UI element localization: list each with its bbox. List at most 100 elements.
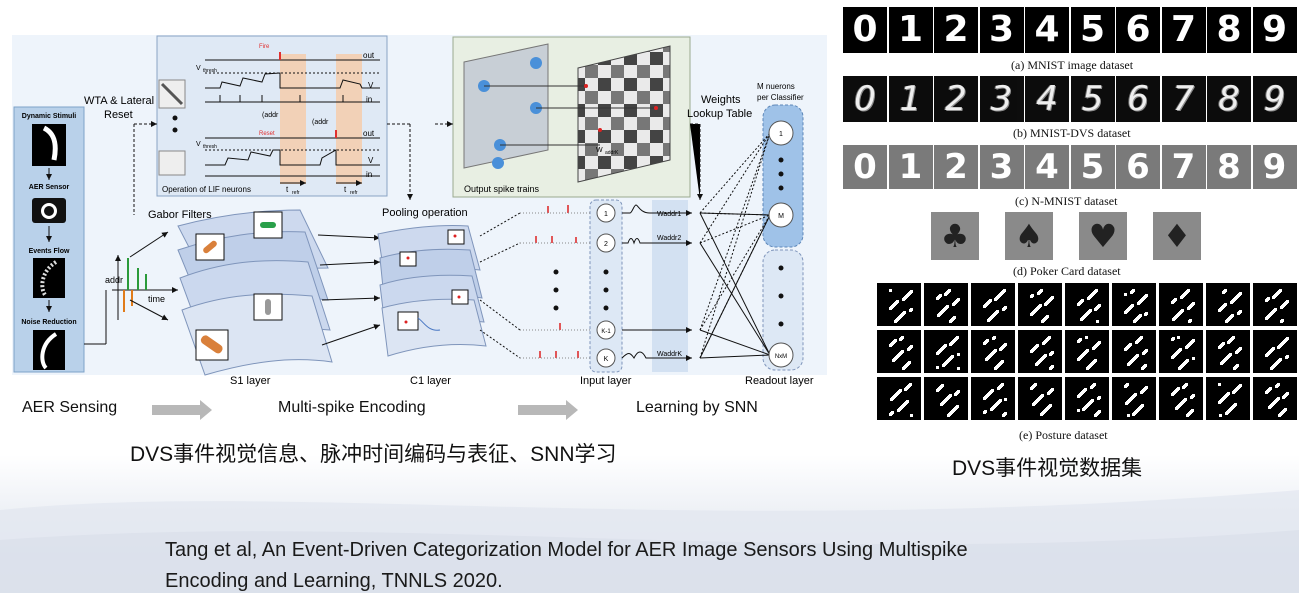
posture-thumbnail xyxy=(971,377,1015,420)
dataset-thumbnail: 7 xyxy=(1161,145,1206,189)
svg-text:W: W xyxy=(596,147,603,154)
posture-thumbnail xyxy=(877,377,921,420)
main-caption: DVS事件视觉信息、脉冲时间编码与表征、SNN学习 xyxy=(130,443,617,466)
dataset-thumbnail: ♣ xyxy=(931,212,979,260)
svg-text:NxM: NxM xyxy=(775,354,787,360)
posture-thumbnail xyxy=(1253,330,1297,373)
dataset-thumbnail: 4 xyxy=(1025,145,1069,189)
svg-text:t: t xyxy=(286,185,289,194)
svg-text:out: out xyxy=(363,129,375,138)
posture-thumbnail xyxy=(1112,283,1156,326)
citation: Tang et al, An Event-Driven Categorizati… xyxy=(165,535,968,597)
c1-layer xyxy=(377,224,487,357)
caption-e: (e) Posture dataset xyxy=(1019,428,1108,442)
background-wave xyxy=(0,490,1299,593)
posture-thumbnail xyxy=(1206,283,1250,326)
svg-text:addrK: addrK xyxy=(605,150,619,156)
svg-text:Reset: Reset xyxy=(259,131,275,137)
svg-text:Input layer: Input layer xyxy=(580,375,632,387)
citation-line-1: Tang et al, An Event-Driven Categorizati… xyxy=(165,539,968,561)
dataset-thumbnail: 0 xyxy=(843,7,887,53)
svg-text:Waddr2: Waddr2 xyxy=(657,235,681,242)
citation-line-2: Encoding and Learning, TNNLS 2020. xyxy=(165,570,503,592)
posture-thumbnail xyxy=(924,330,968,373)
dataset-thumbnail: 1 xyxy=(888,7,933,53)
dataset-thumbnail: 9 xyxy=(1252,7,1297,53)
lif-panel: V thresh Fire out V in (addr (addr Reset… xyxy=(156,35,388,197)
input-node-k: K xyxy=(596,348,616,368)
dataset-thumbnail: 8 xyxy=(1207,145,1251,189)
dataset-thumbnail: 6 xyxy=(1116,145,1160,189)
svg-text:thresh: thresh xyxy=(203,144,217,150)
caption-a: (a) MNIST image dataset xyxy=(1011,58,1134,72)
caption-d: (d) Poker Card dataset xyxy=(1013,264,1121,278)
svg-text:V: V xyxy=(368,81,374,90)
s1-layer xyxy=(177,209,333,376)
svg-text:C1 layer: C1 layer xyxy=(410,375,451,387)
svg-text:refr: refr xyxy=(350,190,358,196)
readout-node-m: M xyxy=(768,202,794,228)
pipeline-figure: Dynamic Stimuli AER Sensor Events Flow N… xyxy=(12,35,827,420)
dataset-thumbnail: 6 xyxy=(1116,76,1160,122)
svg-text:M nuerons: M nuerons xyxy=(757,82,795,91)
svg-text:Lookup Table: Lookup Table xyxy=(687,108,752,120)
svg-text:in: in xyxy=(366,95,372,104)
svg-text:thresh: thresh xyxy=(203,68,217,74)
svg-text:Readout layer: Readout layer xyxy=(745,375,814,387)
input-node-2: 2 xyxy=(596,233,616,253)
output-spike-panel: W addrK Output spike trains xyxy=(452,36,691,198)
posture-thumbnail xyxy=(1206,330,1250,373)
dataset-thumbnail: 1 xyxy=(888,145,933,189)
dataset-thumbnail: ♥ xyxy=(1079,212,1127,260)
dataset-thumbnail: 5 xyxy=(1070,76,1115,122)
posture-thumbnail xyxy=(1159,377,1203,420)
svg-text:(addr: (addr xyxy=(312,119,329,126)
svg-text:(addr: (addr xyxy=(262,112,279,119)
svg-text:time: time xyxy=(148,294,165,304)
svg-text:1: 1 xyxy=(779,131,783,138)
dataset-thumbnail: 3 xyxy=(979,7,1024,53)
svg-text:Events Flow: Events Flow xyxy=(29,248,70,255)
posture-thumbnail xyxy=(971,283,1015,326)
dataset-thumbnail: 5 xyxy=(1070,145,1115,189)
svg-text:t: t xyxy=(344,185,347,194)
posture-thumbnail xyxy=(924,377,968,420)
posture-thumbnail xyxy=(1159,330,1203,373)
svg-text:Gabor Filters: Gabor Filters xyxy=(148,209,212,221)
posture-thumbnail xyxy=(1206,377,1250,420)
dataset-thumbnail: ♠ xyxy=(1005,212,1053,260)
svg-text:AER Sensor: AER Sensor xyxy=(29,184,70,191)
posture-thumbnail xyxy=(877,283,921,326)
svg-text:Noise Reduction: Noise Reduction xyxy=(21,319,76,326)
dataset-thumbnail: 9 xyxy=(1252,76,1297,122)
posture-thumbnail xyxy=(1018,377,1062,420)
svg-text:Reset: Reset xyxy=(104,109,133,121)
dataset-thumbnail: 7 xyxy=(1161,76,1206,122)
dataset-thumbnail: 2 xyxy=(934,145,978,189)
svg-text:1: 1 xyxy=(604,211,608,218)
svg-text:Output spike trains: Output spike trains xyxy=(464,184,540,194)
aer-panel: Dynamic Stimuli AER Sensor Events Flow N… xyxy=(13,106,85,373)
svg-text:K-1: K-1 xyxy=(601,329,611,335)
svg-text:Weights: Weights xyxy=(701,94,741,106)
svg-text:Pooling operation: Pooling operation xyxy=(382,207,468,219)
svg-text:per Classifier: per Classifier xyxy=(757,93,804,102)
dataset-caption: DVS事件视觉数据集 xyxy=(952,457,1143,480)
svg-text:2: 2 xyxy=(604,241,608,248)
dataset-thumbnail: 0 xyxy=(843,76,887,122)
posture-thumbnail xyxy=(1065,283,1109,326)
dataset-thumbnail: 1 xyxy=(888,76,933,122)
dataset-thumbnail: 4 xyxy=(1025,7,1069,53)
svg-text:K: K xyxy=(604,356,609,363)
posture-thumbnail xyxy=(1253,283,1297,326)
posture-thumbnail xyxy=(971,330,1015,373)
posture-thumbnail xyxy=(924,283,968,326)
svg-text:Waddr1: Waddr1 xyxy=(657,211,681,218)
posture-thumbnail xyxy=(1065,330,1109,373)
svg-text:V: V xyxy=(368,156,374,165)
svg-text:in: in xyxy=(366,170,372,179)
dataset-thumbnail: 0 xyxy=(843,145,887,189)
posture-thumbnail xyxy=(1018,330,1062,373)
stage-arrow-2 xyxy=(518,400,578,420)
